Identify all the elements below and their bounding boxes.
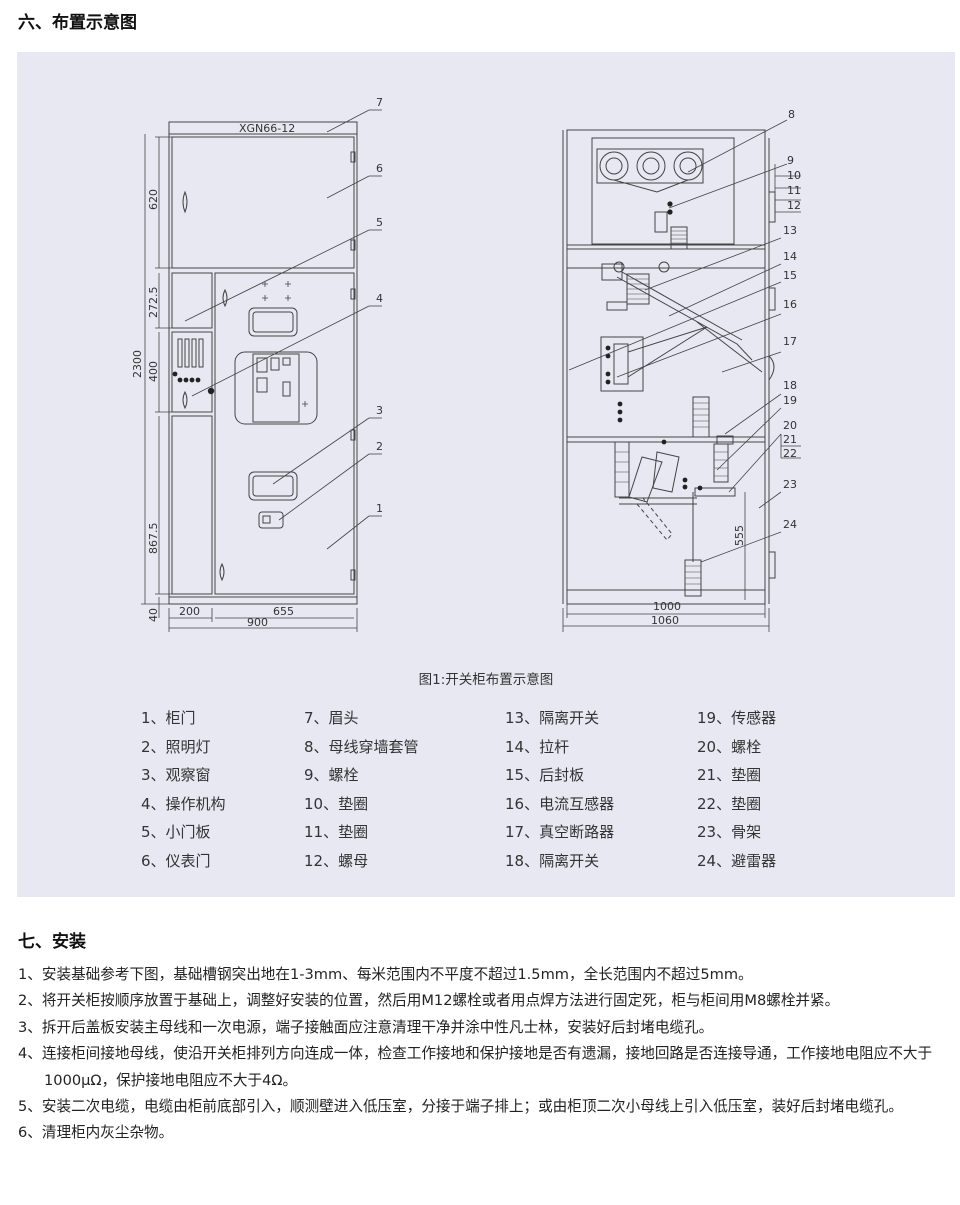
legend-item: 6、仪表门	[141, 851, 211, 870]
callout-12: 12	[787, 199, 801, 212]
parts-legend: 1、柜门 2、照明灯 3、观察窗 4、操作机构 5、小门板 6、仪表门 7、眉头…	[17, 704, 955, 884]
legend-item: 2、照明灯	[141, 737, 211, 756]
side-view	[562, 119, 801, 632]
legend-item: 15、后封板	[505, 766, 585, 785]
figure-caption: 图1:开关柜布置示意图	[418, 672, 554, 688]
dim-1060: 1060	[651, 614, 679, 627]
installation-list: 1、安装基础参考下图，基础槽钢突出地在1-3mm、每米范围内不平度不超过1.5m…	[18, 962, 938, 1147]
callout-2: 2	[376, 440, 383, 453]
legend-item: 17、真空断路器	[505, 823, 615, 842]
callout-10: 10	[787, 169, 801, 182]
legend-item: 24、避雷器	[697, 851, 777, 870]
diagram-panel: XGN66-12 620 272.5 400 2300 867.5 40 200…	[17, 52, 955, 897]
legend-item: 22、垫圈	[697, 794, 762, 813]
callout-17: 17	[783, 335, 797, 348]
legend-item: 10、垫圈	[304, 794, 369, 813]
installation-item: 2、将开关柜按顺序放置于基础上，调整好安装的位置，然后用M12螺栓或者用点焊方法…	[18, 992, 840, 1010]
legend-item: 3、观察窗	[141, 766, 211, 785]
legend-item: 1、柜门	[141, 709, 196, 727]
legend-item: 4、操作机构	[141, 794, 226, 813]
legend-item: 18、隔离开关	[505, 851, 600, 870]
installation-item: 4、连接柜间接地母线，使沿开关柜排列方向连成一体，检查工作接地和保护接地是否有遗…	[18, 1045, 933, 1089]
front-view	[141, 109, 382, 632]
section7-title: 七、安装	[18, 932, 86, 952]
legend-item: 9、螺栓	[304, 766, 359, 785]
legend-item: 13、隔离开关	[505, 709, 600, 727]
switchgear-drawing: XGN66-12 620 272.5 400 2300 867.5 40 200…	[131, 96, 801, 632]
legend-item: 12、螺母	[304, 851, 369, 870]
legend-item: 23、骨架	[697, 823, 762, 842]
legend-item: 7、眉头	[304, 709, 359, 727]
callout-3: 3	[376, 404, 383, 417]
installation-item: 6、清理柜内灰尘杂物。	[18, 1124, 174, 1142]
callout-4: 4	[376, 292, 383, 305]
model-label: XGN66-12	[239, 122, 295, 135]
callout-18: 18	[783, 379, 797, 392]
dim-40: 40	[147, 608, 160, 622]
installation-item: 1、安装基础参考下图，基础槽钢突出地在1-3mm、每米范围内不平度不超过1.5m…	[18, 966, 753, 983]
callout-11: 11	[787, 184, 801, 197]
dim-2300: 2300	[131, 350, 144, 378]
legend-column-2: 7、眉头 8、母线穿墙套管 9、螺栓 10、垫圈 11、垫圈 12、螺母	[304, 704, 419, 876]
callout-19: 19	[783, 394, 797, 407]
dim-867-5: 867.5	[147, 523, 160, 555]
legend-item: 19、传感器	[697, 709, 777, 727]
installation-item: 3、拆开后盖板安装主母线和一次电源，端子接触面应注意清理干净并涂中性凡士林，安装…	[18, 1018, 714, 1036]
legend-item: 8、母线穿墙套管	[304, 737, 419, 756]
callout-15: 15	[783, 269, 797, 282]
dim-555: 555	[733, 525, 746, 546]
dim-655: 655	[273, 605, 294, 618]
callout-14: 14	[783, 250, 797, 263]
callout-6: 6	[376, 162, 383, 175]
callout-13: 13	[783, 224, 797, 237]
legend-item: 14、拉杆	[505, 737, 570, 756]
dim-900: 900	[247, 616, 268, 629]
callout-22: 22	[783, 447, 797, 460]
installation-item: 5、安装二次电缆，电缆由柜前底部引入，顺测壁进入低压室，分接于端子排上；或由柜顶…	[18, 1098, 903, 1116]
dim-200: 200	[179, 605, 200, 618]
legend-item: 16、电流互感器	[505, 794, 615, 813]
legend-column-3: 13、隔离开关 14、拉杆 15、后封板 16、电流互感器 17、真空断路器 1…	[505, 704, 614, 876]
legend-column-1: 1、柜门 2、照明灯 3、观察窗 4、操作机构 5、小门板 6、仪表门	[141, 704, 226, 876]
legend-column-4: 19、传感器 20、螺栓 21、垫圈 22、垫圈 23、骨架 24、避雷器	[697, 704, 776, 876]
dim-272-5: 272.5	[147, 287, 160, 319]
dim-1000: 1000	[653, 600, 681, 613]
legend-item: 11、垫圈	[304, 823, 369, 842]
callout-7: 7	[376, 96, 383, 109]
legend-item: 21、垫圈	[697, 766, 762, 785]
callout-20: 20	[783, 419, 797, 432]
callout-23: 23	[783, 478, 797, 491]
dim-400: 400	[147, 361, 160, 382]
callout-24: 24	[783, 518, 797, 531]
callout-1: 1	[376, 502, 383, 515]
callout-5: 5	[376, 216, 383, 229]
section6-title: 六、布置示意图	[18, 13, 137, 33]
legend-item: 20、螺栓	[697, 737, 762, 756]
callout-8: 8	[788, 108, 795, 121]
callout-9: 9	[787, 154, 794, 167]
legend-item: 5、小门板	[141, 823, 211, 842]
dim-620: 620	[147, 189, 160, 210]
callout-16: 16	[783, 298, 797, 311]
callout-21: 21	[783, 433, 797, 446]
